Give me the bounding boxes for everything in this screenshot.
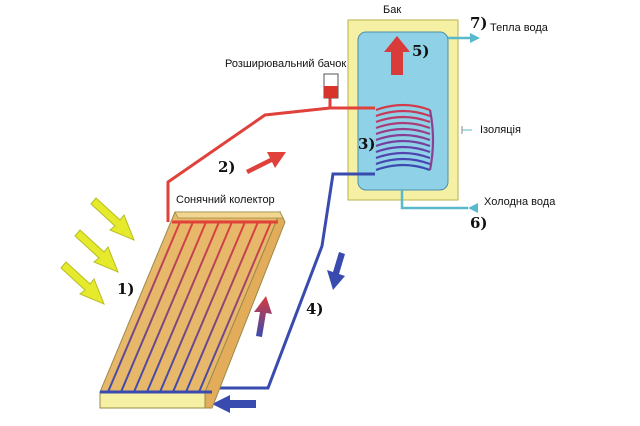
hot-water-up-arrow xyxy=(384,36,410,75)
cold-flow-left-arrow xyxy=(212,395,256,413)
marker-3: 3) xyxy=(358,135,376,153)
cold-water-arrow xyxy=(468,203,478,213)
sun-ray-arrow xyxy=(90,197,135,241)
cold-water-label: Холодна вода xyxy=(484,196,556,208)
hot-flow-arrow xyxy=(246,152,286,174)
insulation-label: Ізоляція xyxy=(480,124,521,136)
expansion-tank-label: Розширювальний бачок xyxy=(225,58,347,70)
hot-pipe xyxy=(166,106,375,222)
marker-5: 5) xyxy=(412,42,430,60)
marker-7: 7) xyxy=(470,14,488,32)
sun-ray-arrow xyxy=(60,261,105,305)
warm-water-label: Тепла вода xyxy=(490,22,548,34)
collector-flow-arrow xyxy=(254,296,272,337)
marker-2: 2) xyxy=(218,158,236,176)
cold-water-inlet-pipe xyxy=(400,190,468,210)
cold-pipe xyxy=(212,172,375,390)
marker-4: 4) xyxy=(306,300,324,318)
warm-water-arrow xyxy=(470,33,480,43)
marker-6: 6) xyxy=(470,214,488,232)
sun-rays xyxy=(60,197,135,305)
sun-ray-arrow xyxy=(74,229,119,273)
cold-flow-down-arrow xyxy=(327,252,345,290)
tank-label: Бак xyxy=(383,4,402,16)
marker-1: 1) xyxy=(117,280,135,298)
solar-collector xyxy=(99,210,286,409)
collector-tubes xyxy=(107,221,272,393)
solar-collector-label: Сонячний колектор xyxy=(176,194,275,206)
expansion-tank xyxy=(323,73,339,108)
heat-exchanger-coil xyxy=(375,103,435,172)
